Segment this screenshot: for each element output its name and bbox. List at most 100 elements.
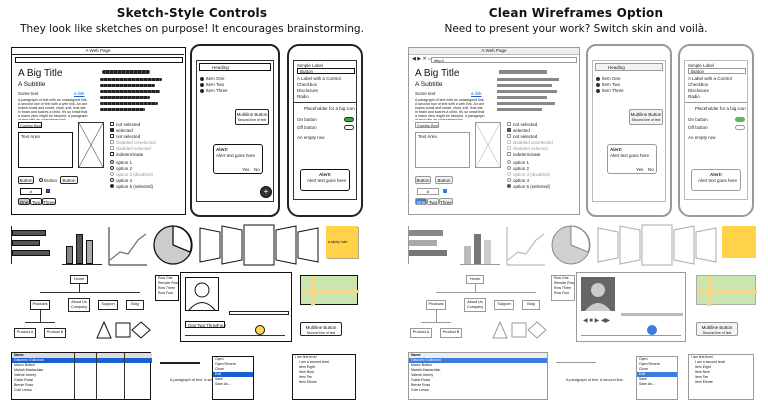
tree-list-item[interactable]: I am first level <box>295 355 317 359</box>
slider-knob[interactable] <box>255 325 265 335</box>
checkbox[interactable] <box>507 146 511 150</box>
table-row[interactable]: Guido Rossi <box>14 378 34 382</box>
map[interactable] <box>696 275 757 306</box>
table-row[interactable]: Mariah Maclachlan <box>14 368 44 372</box>
radio[interactable] <box>110 172 114 176</box>
table-row[interactable]: Cole Lessa <box>14 388 32 392</box>
toggle-on[interactable] <box>344 117 354 122</box>
checkbox[interactable] <box>507 140 511 144</box>
table-row[interactable]: Valerie Liberty <box>14 373 37 377</box>
setting-row[interactable]: Button <box>297 68 355 74</box>
setting-row[interactable]: Button <box>688 68 746 74</box>
secondary-button[interactable]: Button <box>435 176 453 184</box>
address-bar[interactable]: http:// <box>431 57 577 63</box>
text-area[interactable]: Text Area <box>18 132 73 168</box>
radio[interactable] <box>507 172 511 176</box>
page-link[interactable]: a link <box>74 91 85 96</box>
checkbox[interactable] <box>110 134 114 138</box>
address-bar[interactable] <box>15 57 183 63</box>
tree-list-item[interactable]: Item Eleven <box>695 380 714 384</box>
menu-item[interactable]: Save As... <box>215 382 231 386</box>
menu-item[interactable]: Save <box>215 377 223 381</box>
checkbox[interactable] <box>110 152 114 156</box>
tab-label[interactable]: Two <box>197 323 206 328</box>
side-list-item[interactable]: Row One <box>158 276 173 280</box>
tab-label[interactable]: Three <box>206 323 218 328</box>
radio[interactable] <box>110 184 114 188</box>
table-row[interactable]: Bernie Ross <box>14 383 34 387</box>
side-list-item[interactable]: Row Three <box>554 286 572 290</box>
tree-list-item[interactable]: I am a second level <box>299 360 330 364</box>
checkbox[interactable] <box>507 128 511 132</box>
checkbox[interactable] <box>507 152 511 156</box>
slider[interactable] <box>621 313 683 316</box>
primary-button[interactable]: Button <box>18 176 34 184</box>
tree-list-item[interactable]: Item Nine <box>695 370 710 374</box>
checkbox[interactable] <box>507 134 511 138</box>
grid-col-name[interactable]: Name <box>14 353 24 357</box>
menu-item[interactable]: Close <box>639 367 648 371</box>
table-row[interactable]: Guido Rossi <box>411 378 431 382</box>
checkbox[interactable] <box>110 128 114 132</box>
menu-item[interactable]: Open <box>639 357 648 361</box>
menu-item[interactable]: Save As... <box>639 382 655 386</box>
primary-button[interactable]: Button <box>415 176 431 184</box>
menu-item[interactable]: Open Recent <box>215 362 236 366</box>
checkbox[interactable] <box>110 146 114 150</box>
menu-item[interactable]: Edit <box>637 372 677 377</box>
alert-yes[interactable]: Yes <box>242 167 250 172</box>
color-picker[interactable] <box>46 189 50 193</box>
toggle-off[interactable] <box>735 125 745 130</box>
slider-knob[interactable] <box>647 325 657 335</box>
tab-one[interactable]: One <box>18 198 30 205</box>
side-list-item[interactable]: Row Three <box>158 286 176 290</box>
side-list-item[interactable]: Row Four <box>554 291 570 295</box>
table-row[interactable]: Giacomo Guilizzoni <box>12 358 152 363</box>
alert-no[interactable]: No <box>254 167 260 172</box>
menu-item[interactable]: Edit <box>213 372 253 377</box>
tree-list-item[interactable]: Item Eight <box>695 365 711 369</box>
side-list-item[interactable]: Remote Row <box>554 281 575 285</box>
tree-list-item[interactable]: Item Eleven <box>299 380 318 384</box>
color-picker[interactable] <box>443 189 447 193</box>
side-list-item[interactable]: Row Four <box>158 291 174 295</box>
tree-list-item[interactable]: Item Ten <box>695 375 709 379</box>
menu-item[interactable]: Open Recent <box>639 362 660 366</box>
checkbox[interactable] <box>110 122 114 126</box>
checkbox[interactable] <box>507 122 511 126</box>
alert-yes[interactable]: Yes <box>636 167 644 172</box>
table-row[interactable]: Marco Botton <box>411 363 432 367</box>
table-row[interactable]: Giacomo Guilizzoni <box>409 358 547 363</box>
page-link[interactable]: a link <box>471 91 482 96</box>
tab-label[interactable]: Four <box>217 323 227 328</box>
nav-buttons[interactable]: ◀ ▶ ✕ ⌂ <box>412 56 432 62</box>
radio[interactable] <box>39 178 43 182</box>
spinner-field[interactable]: A <box>417 188 439 195</box>
checkbox[interactable] <box>110 140 114 144</box>
table-row[interactable]: Marco Botton <box>14 363 35 367</box>
slider[interactable] <box>229 311 289 315</box>
table-row[interactable]: Mariah Maclachlan <box>411 368 441 372</box>
radio[interactable] <box>507 160 511 164</box>
tree-list-item[interactable]: I am a second level <box>695 360 726 364</box>
tab-label[interactable]: One <box>188 323 197 328</box>
combo-box[interactable]: Combo Box <box>18 122 42 128</box>
tree-list-item[interactable]: Item Ten <box>299 375 313 379</box>
tree-list-item[interactable]: Item Nine <box>299 370 314 374</box>
tab-two[interactable]: Two <box>427 198 439 205</box>
media-controls[interactable]: ◀ ■ ▶ ◀▶ <box>583 318 611 324</box>
radio[interactable] <box>507 184 511 188</box>
radio[interactable] <box>110 166 114 170</box>
side-list-item[interactable]: Row One <box>554 276 569 280</box>
toggle-on[interactable] <box>735 117 745 122</box>
text-area[interactable]: Text Area <box>415 132 470 168</box>
tab-three[interactable]: Three <box>439 198 453 205</box>
radio[interactable] <box>507 166 511 170</box>
map[interactable] <box>300 275 359 306</box>
spinner-field[interactable]: A <box>20 188 42 195</box>
table-row[interactable]: Cole Lessa <box>411 388 429 392</box>
fab-add-button[interactable]: + <box>260 186 272 198</box>
